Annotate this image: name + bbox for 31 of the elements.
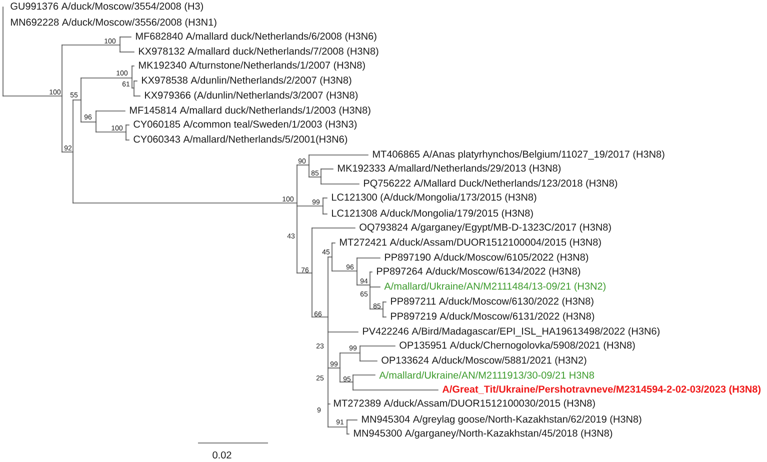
taxon-label: PP897219 A/duck/Moscow/6131/2022 (H3N8) <box>391 312 594 322</box>
taxon-label: CY060343 A/mallard/Netherlands/5/2001(H3N6) <box>134 135 348 145</box>
taxon-label: CY060185 A/common teal/Sweden/1/2003 (H3N3) <box>134 120 357 130</box>
taxon-label: MF682840 A/mallard duck/Netherlands/6/2008 (H3N6) <box>136 32 376 42</box>
taxon-label: MN945304 A/greylag goose/North-Kazakhstan/62/2019 (H3N8) <box>362 415 642 425</box>
scale-label: 0.02 <box>212 451 232 459</box>
taxon-label: MT406865 A/Anas platyrhynchos/Belgium/11027_19/2017 (H3N8) <box>373 150 664 160</box>
taxon-label: KX978538 A/dunlin/Netherlands/2/2007 (H3N8) <box>142 76 352 86</box>
taxon-label: A/Great_Tit/Ukraine/Pershotravneve/M2314594-2-02-03/2023 (H3N8) <box>442 385 761 395</box>
taxon-label: PP897211 A/duck/Moscow/6130/2022 (H3N8) <box>391 297 594 307</box>
taxon-label: MF145814 A/mallard duck/Netherlands/1/2003 (H3N8) <box>130 106 370 116</box>
taxon-label: LC121300 (A/duck/Mongolia/173/2015 (H3N8) <box>332 193 536 203</box>
taxon-label: OP133624 A/duck/Moscow/5881/2021 (H3N2) <box>382 356 586 366</box>
taxon-label: OP135951 A/duck/Chernogolovka/5908/2021 (H3N8) <box>400 341 635 351</box>
taxon-label: OQ793824 A/garganey/Egypt/MB-D-1323C/2017 (H3N8) <box>360 223 611 233</box>
taxon-label: MN945300 A/garganey/North-Kazakhstan/45/2018 (H3N8) <box>354 429 612 439</box>
taxon-label: MK192333 A/mallard/Netherlands/29/2013 (H3N8) <box>338 164 561 174</box>
taxon-label: PV422246 A/Bird/Madagascar/EPI_ISL_HA19613498/2022 (H3N6) <box>363 327 660 337</box>
taxon-label: MN692228 A/duck/Moscow/3556/2008 (H3N1) <box>11 18 216 28</box>
taxon-label: PP897264 A/duck/Moscow/6134/2022 (H3N8) <box>377 267 580 277</box>
taxon-label: PP897190 A/duck/Moscow/6105/2022 (H3N8) <box>385 253 588 263</box>
taxon-label: PQ756222 A/Mallard Duck/Netherlands/123/2018 (H3N8) <box>364 179 618 189</box>
taxon-label: KX979366 (A/dunlin/Netherlands/3/2007 (H3N8) <box>145 91 358 101</box>
taxon-label: LC121308 A/duck/Mongolia/179/2015 (H3N8) <box>332 209 533 219</box>
taxon-label: MK192340 A/turnstone/Netherlands/1/2007 (H3N8) <box>139 61 365 71</box>
taxon-label: GU991376 A/duck/Moscow/3554/2008 (H3) <box>10 2 203 12</box>
taxon-label: A/mallard/Ukraine/AN/M2111913/30-09/21 H3N8 <box>379 371 594 379</box>
taxon-label: MT272389 A/duck/Assam/DUOR1512100030/2015 (H3N8) <box>334 399 595 409</box>
taxon-label: KX978132 A/mallard duck/Netherlands/7/2008 (H3N8) <box>139 47 378 57</box>
taxon-label: A/mallard/Ukraine/AN/M2111484/13-09/21 (H3N2) <box>384 282 606 292</box>
taxon-label: MT272421 A/duck/Assam/DUOR1512100004/2015 (H3N8) <box>340 238 601 248</box>
